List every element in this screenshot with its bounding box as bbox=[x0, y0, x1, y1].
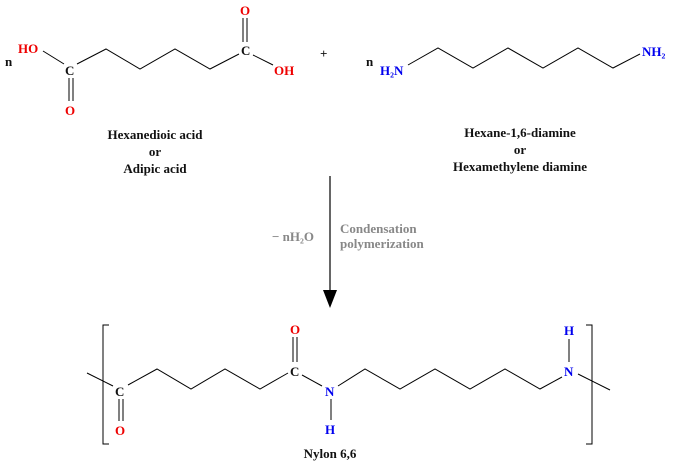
carbonyl-oxygen-right: O bbox=[240, 3, 250, 18]
polymer-hydrogen-end: H bbox=[564, 323, 574, 338]
amine-right: NH₂ bbox=[642, 44, 666, 59]
polymer-nitrogen-end: N bbox=[564, 364, 574, 379]
amine-left: H₂N bbox=[380, 63, 404, 78]
polymer-oxygen-left: O bbox=[115, 423, 125, 438]
or-label-2: or bbox=[514, 142, 527, 157]
condition-line-1: Condensation bbox=[340, 221, 417, 236]
adipic-acid-structure: n HO C O C O OH bbox=[5, 3, 294, 118]
hexamethylene-diamine-structure: n H₂N NH₂ bbox=[366, 44, 666, 78]
diamine-alt-name: Hexamethylene diamine bbox=[453, 159, 587, 174]
hydroxyl-left: HO bbox=[18, 41, 38, 56]
plus-sign: + bbox=[320, 46, 327, 61]
adipic-acid-name: Hexanedioic acid bbox=[108, 127, 204, 142]
diamine-name: Hexane-1,6-diamine bbox=[464, 125, 576, 140]
hydroxyl-right: OH bbox=[274, 63, 294, 78]
polymer-nitrogen-amide: N bbox=[325, 384, 335, 399]
arrow-head-icon bbox=[323, 290, 337, 308]
polymer-oxygen-amide: O bbox=[290, 322, 300, 337]
polymer-carbon-left: C bbox=[115, 384, 124, 399]
right-bracket bbox=[586, 324, 593, 445]
adipic-acid-alt-name: Adipic acid bbox=[123, 161, 187, 176]
coefficient-n: n bbox=[366, 54, 374, 69]
nylon-66-structure: C O C O N H N H bbox=[86, 322, 611, 445]
or-label-1: or bbox=[149, 144, 162, 159]
water-byproduct: − nH₂O bbox=[272, 229, 314, 244]
carbonyl-oxygen-left: O bbox=[65, 103, 75, 118]
condition-line-2: polymerization bbox=[340, 236, 425, 251]
coefficient-n: n bbox=[5, 54, 13, 69]
carbon-left: C bbox=[65, 63, 74, 78]
left-bracket bbox=[102, 324, 109, 445]
polymer-carbon-amide: C bbox=[290, 364, 299, 379]
product-name: Nylon 6,6 bbox=[304, 446, 357, 461]
carbon-right: C bbox=[241, 43, 250, 58]
polymer-hydrogen-amide: H bbox=[325, 422, 335, 437]
